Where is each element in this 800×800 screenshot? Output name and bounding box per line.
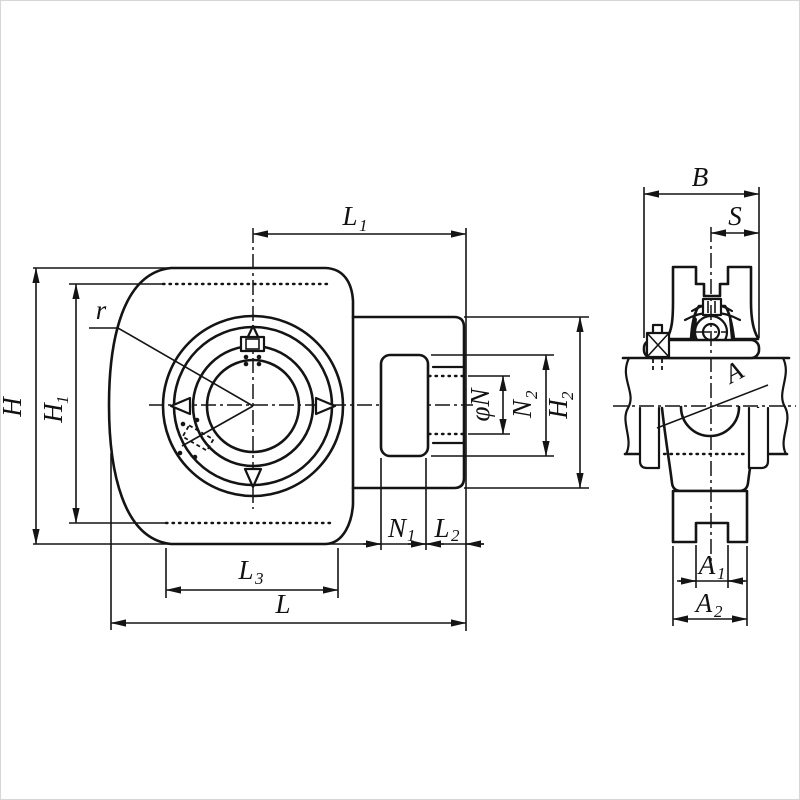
svg-text:2: 2 [558, 391, 577, 400]
svg-text:2: 2 [451, 526, 460, 545]
dimension-B: B [643, 162, 760, 338]
side-view: A B S A 1 A 2 [613, 162, 796, 626]
svg-text:H: H [543, 398, 573, 420]
svg-text:B: B [692, 162, 709, 192]
set-screw [239, 335, 266, 367]
grease-hole-hidden [177, 405, 254, 460]
dimension-L: L [110, 453, 467, 630]
svg-text:1: 1 [407, 526, 416, 545]
housing-bore-circle [161, 314, 345, 498]
dimension-L3: L 3 [165, 548, 339, 598]
rail-tab-left [638, 406, 661, 470]
fillet-radius-leader: r [89, 295, 254, 407]
dimension-H1: H 1 [38, 283, 166, 524]
dimension-A2: A 2 [672, 546, 748, 626]
svg-text:N: N [387, 513, 408, 543]
dimension-N2: N 2 [431, 354, 554, 457]
ring-mark-right [314, 396, 337, 416]
dim-label-r: r [96, 295, 107, 325]
ring-mark-bottom [243, 467, 263, 489]
svg-text:A: A [697, 550, 716, 580]
dimension-H2: H 2 [464, 316, 589, 489]
housing-collar [642, 338, 761, 360]
ring-mark-left [169, 396, 192, 416]
svg-text:1: 1 [359, 216, 368, 235]
threaded-hole [427, 365, 469, 445]
svg-text:2: 2 [522, 390, 541, 399]
svg-text:φN: φN [465, 387, 495, 422]
front-view: r L 1 H H [1, 201, 589, 631]
svg-text:L: L [274, 589, 290, 619]
bore-arch [679, 405, 741, 438]
svg-text:L: L [341, 201, 357, 231]
grease-fitting [645, 323, 671, 372]
rail-tab-right [747, 406, 770, 470]
slider-block [379, 353, 430, 458]
shaft-break-right [781, 356, 789, 456]
dimension-L2: L 2 [408, 513, 484, 548]
svg-text:1: 1 [717, 564, 726, 583]
shaft-bore-circle [205, 358, 301, 454]
svg-text:A: A [694, 588, 713, 618]
svg-text:L: L [433, 513, 449, 543]
svg-text:N: N [507, 398, 537, 419]
shaft-break-left [624, 356, 632, 456]
svg-text:2: 2 [714, 602, 723, 621]
dimension-L1: L 1 [252, 201, 467, 238]
svg-text:H: H [38, 402, 68, 424]
dimension-S: S [710, 201, 760, 237]
setscrew-side [701, 297, 723, 317]
svg-text:S: S [728, 201, 742, 231]
dimension-H: H [1, 267, 171, 545]
dimension-A1: A 1 [677, 545, 747, 588]
svg-text:L: L [237, 555, 253, 585]
svg-text:1: 1 [53, 396, 72, 405]
dimension-N1: N 1 [363, 458, 444, 550]
bottom-block [671, 489, 749, 544]
svg-text:H: H [1, 396, 27, 418]
svg-text:3: 3 [254, 569, 264, 588]
housing-outline [107, 266, 466, 546]
dimension-phiN: φN [465, 375, 510, 435]
